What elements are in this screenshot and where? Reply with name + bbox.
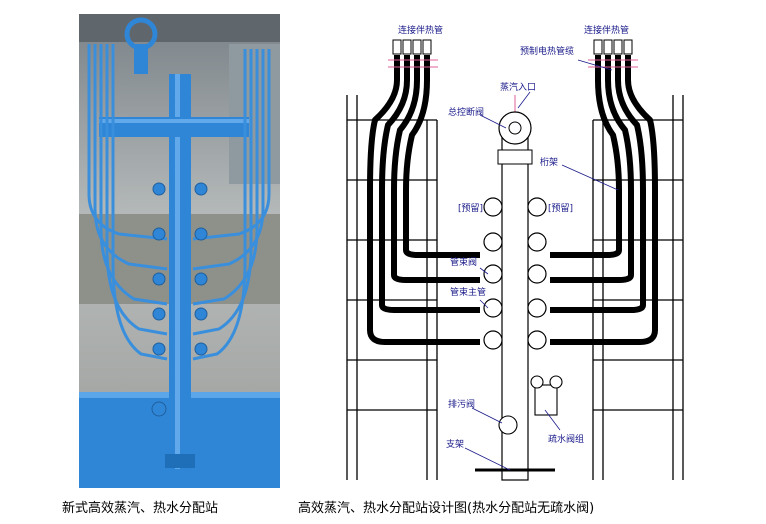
label-spare-left: [预留] bbox=[458, 202, 483, 214]
label-main-valve: 总控断阀 bbox=[448, 106, 484, 118]
label-steam-inlet: 蒸汽入口 bbox=[500, 81, 536, 93]
equipment-photo bbox=[79, 14, 280, 488]
label-branch-main: 管束主管 bbox=[450, 286, 486, 298]
label-bracket: 桁架 bbox=[540, 156, 558, 168]
label-top-right: 连接伴热管 bbox=[584, 24, 629, 36]
label-trap-valve: 疏水阀组 bbox=[548, 433, 584, 445]
caption-drawing: 高效蒸汽、热水分配站设计图(热水分配站无疏水阀) bbox=[298, 501, 595, 516]
caption-photo: 新式高效蒸汽、热水分配站 bbox=[62, 501, 219, 516]
label-drain-valve: 排污阀 bbox=[448, 398, 475, 410]
label-spare-right: [预留] bbox=[548, 202, 573, 214]
equipment-photo-illustration bbox=[79, 14, 280, 488]
label-top-left: 连接伴热管 bbox=[398, 24, 443, 36]
design-drawing: 连接伴热管 连接伴热管 预制电热管缆 蒸汽入口 总控断阀 桁架 [预留] [预留… bbox=[330, 10, 710, 492]
label-branch-valve: 管束阀 bbox=[450, 256, 477, 268]
design-drawing-svg: 连接伴热管 连接伴热管 预制电热管缆 蒸汽入口 总控断阀 桁架 [预留] [预留… bbox=[346, 24, 684, 481]
label-heat-tube: 预制电热管缆 bbox=[520, 45, 574, 57]
label-support: 支架 bbox=[446, 438, 464, 450]
